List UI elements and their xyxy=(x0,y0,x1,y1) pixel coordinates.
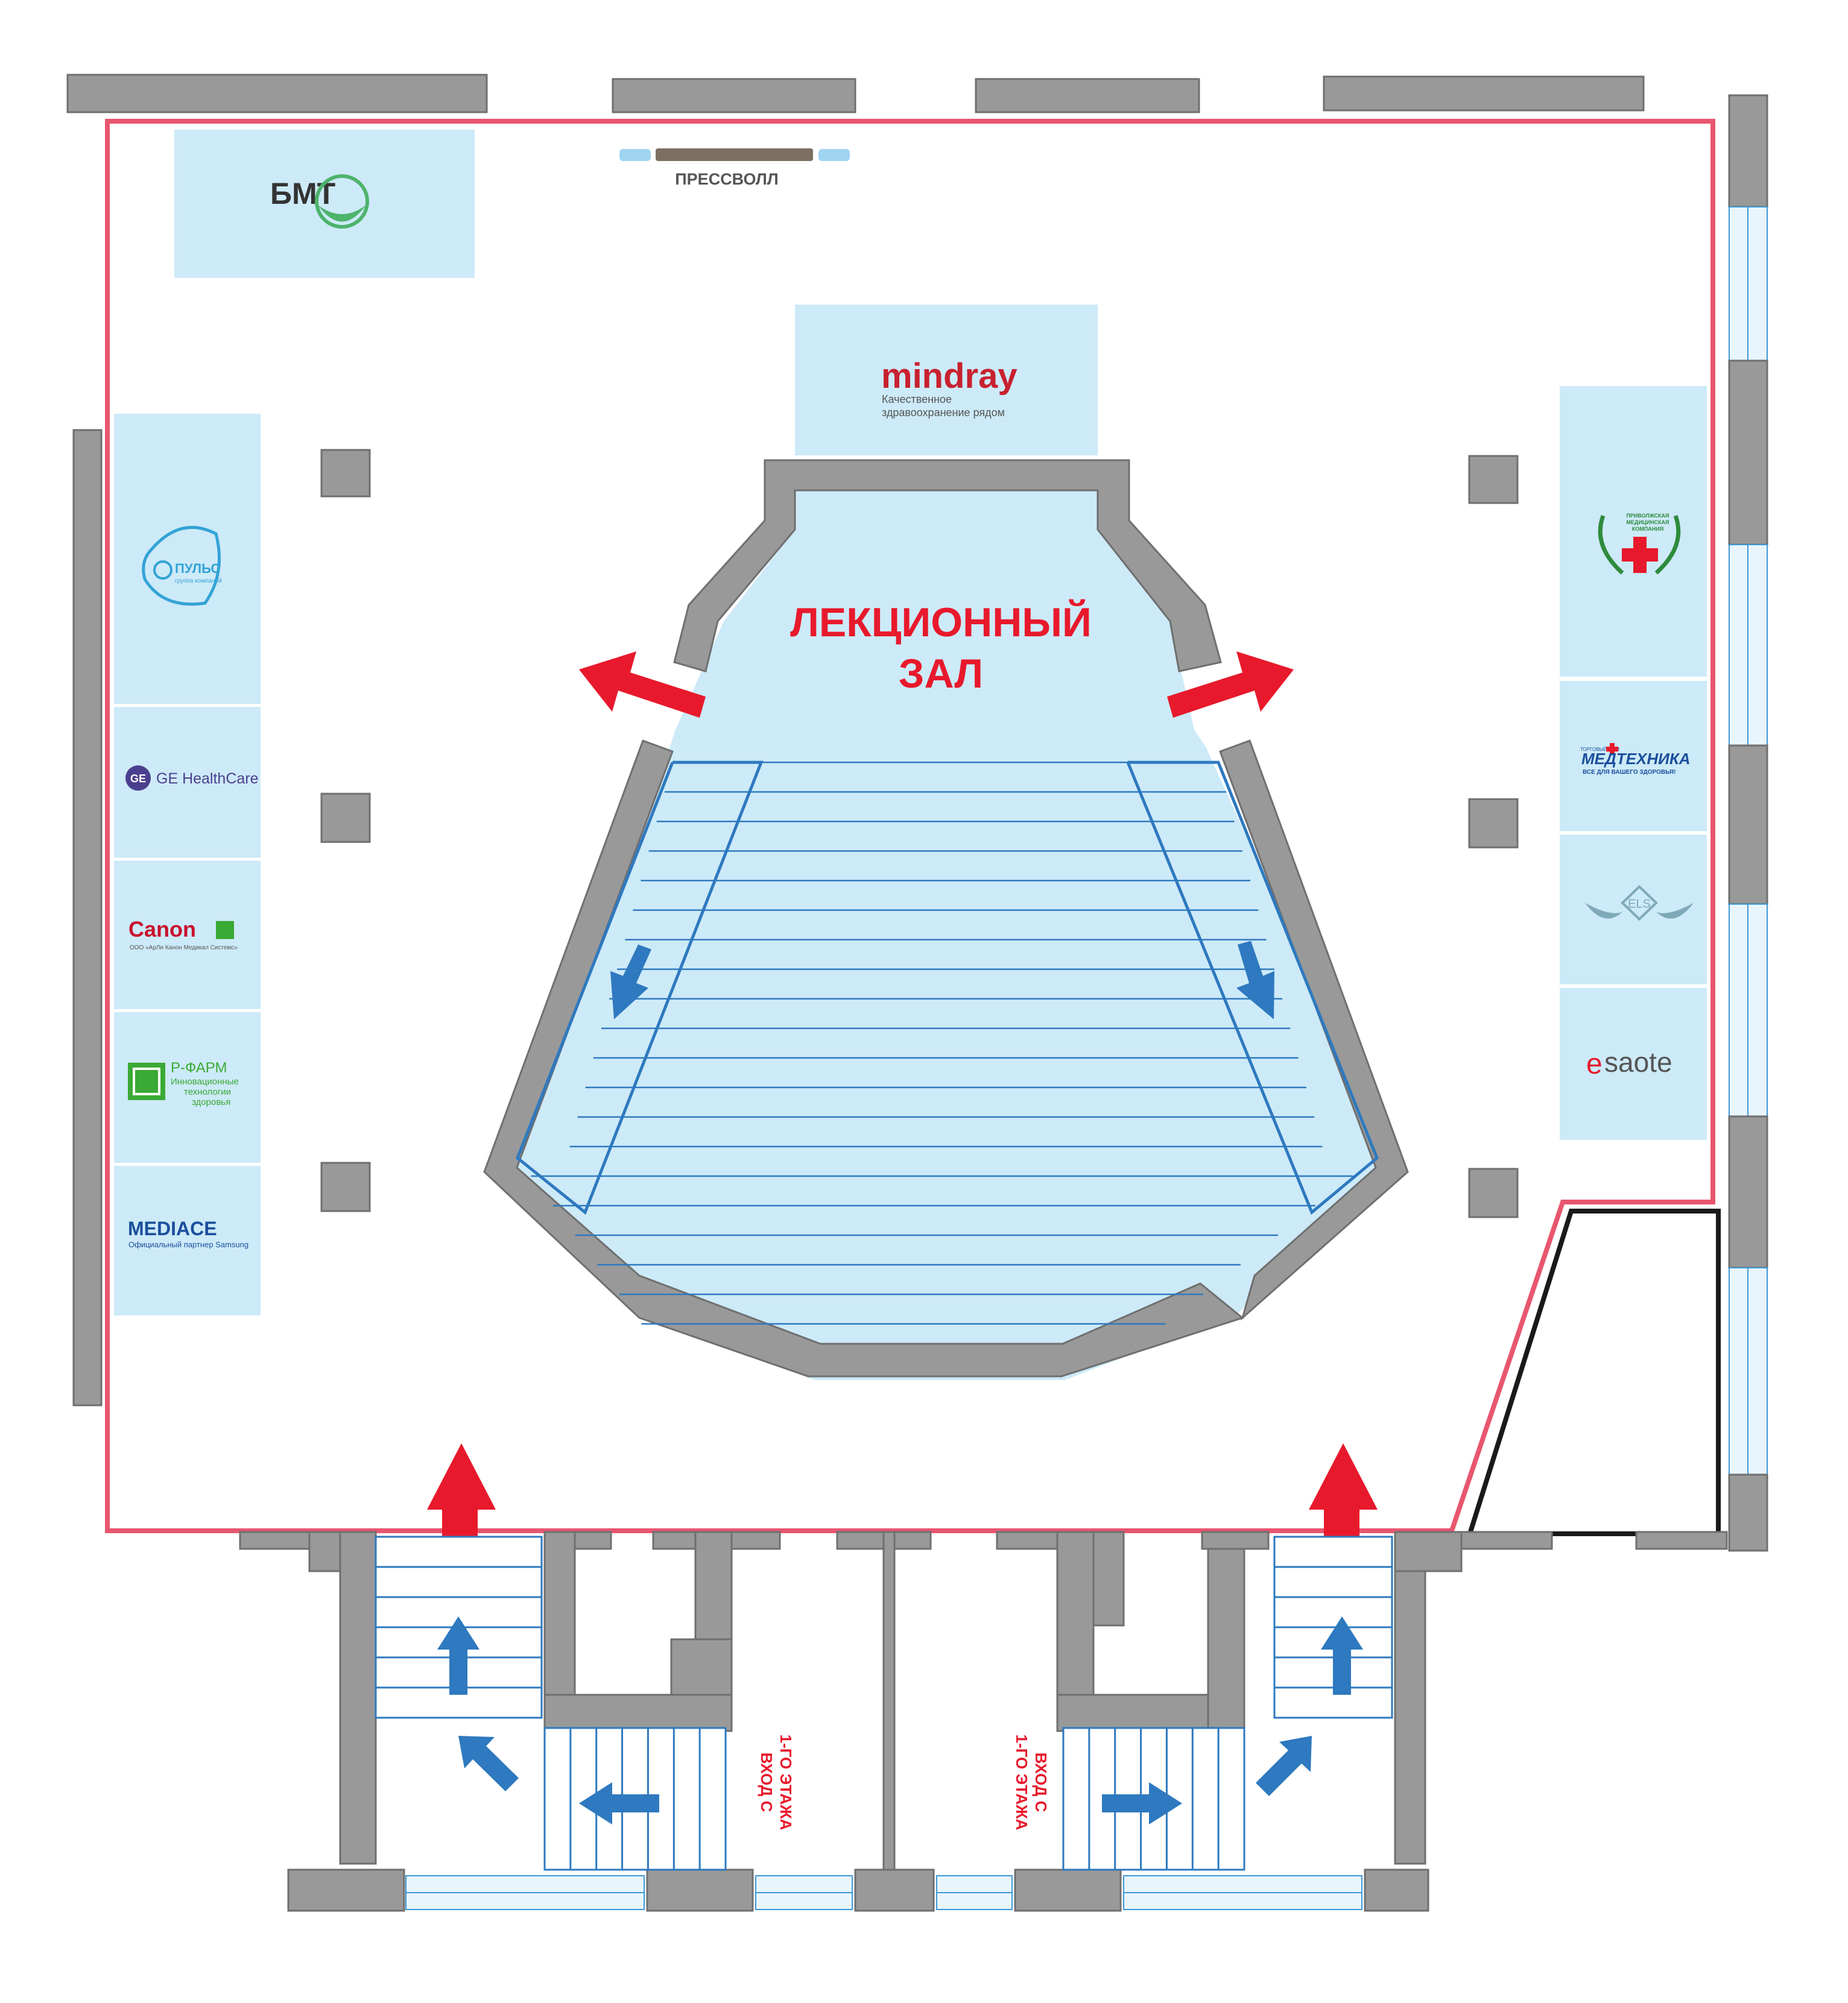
down-arrow-left-icon xyxy=(610,945,651,1019)
rpharm-logo-text: Р-ФАРМ xyxy=(171,1060,227,1076)
privolzhskaya-line3: КОМПАНИЯ xyxy=(1632,526,1663,532)
svg-text:GE: GE xyxy=(130,773,146,785)
canon-logo-text: Canon xyxy=(128,917,196,941)
presswall-label: ПРЕССВОЛЛ xyxy=(675,170,778,188)
svg-text:ВХОД С: ВХОД С xyxy=(758,1753,776,1812)
puls-icon xyxy=(153,560,172,580)
booth-bmt[interactable]: БМТ xyxy=(174,130,475,278)
hall-wall-left xyxy=(483,739,1245,1378)
ge-logo-text: GE HealthCare xyxy=(156,770,259,787)
ge-monogram-icon xyxy=(125,765,151,791)
els-logo-text: ELS xyxy=(1628,897,1651,911)
left-wall xyxy=(72,429,103,1407)
bmt-leaf-icon xyxy=(315,174,369,229)
booth-privolzhskaya[interactable]: ПРИВОЛЖСКАЯ МЕДИЦИНСКАЯ КОМПАНИЯ xyxy=(1598,513,1681,575)
canon-sub-text: ООО «АрЛи Канон Медикал Системс» xyxy=(130,945,238,951)
privolzhskaya-line2: МЕДИЦИНСКАЯ xyxy=(1627,519,1669,525)
diagonal-arrow-right-icon xyxy=(1256,1736,1312,1796)
rpharm-line3: здоровья xyxy=(192,1097,230,1107)
medtechnika-top-text: ТОРГОВЫЙ ДОМ xyxy=(1580,747,1619,752)
up-arrow-stairs-right-icon xyxy=(1321,1616,1363,1695)
top-walls xyxy=(66,74,1645,113)
puls-logo-text: ПУЛЬС xyxy=(175,561,220,576)
lecture-hall-title-2: ЗАЛ xyxy=(899,651,983,697)
mediace-logo-text: MEDIACE xyxy=(128,1218,217,1239)
laurel-wreath-icon xyxy=(1598,514,1681,575)
staircase-area xyxy=(239,1531,1728,1912)
left-arrow-landing-icon xyxy=(579,1782,659,1824)
mindray-logo-text: mindray xyxy=(881,356,1017,396)
esaote-logo-text: saote xyxy=(1604,1046,1672,1078)
right-booths xyxy=(1560,386,1707,1140)
down-arrow-right-icon xyxy=(1236,941,1274,1019)
svg-text:1-ГО ЭТАЖА: 1-ГО ЭТАЖА xyxy=(1013,1735,1031,1831)
lecture-hall[interactable]: ЛЕКЦИОННЫЙ ЗАЛ xyxy=(483,459,1409,1380)
lecture-hall-title-1: ЛЕКЦИОННЫЙ xyxy=(790,599,1092,645)
seating-rows xyxy=(531,761,1353,1325)
els-wings-icon xyxy=(1585,903,1694,919)
left-aisle xyxy=(516,761,764,1215)
privolzhskaya-line1: ПРИВОЛЖСКАЯ xyxy=(1626,513,1669,519)
mindray-tagline-1: Качественное xyxy=(882,393,952,405)
presswall: ПРЕССВОЛЛ xyxy=(619,148,850,188)
booth-canon[interactable]: Canon ООО «АрЛи Канон Медикал Системс» xyxy=(128,917,238,951)
right-arrow-landing-icon xyxy=(1102,1782,1182,1824)
canon-medical-icon xyxy=(216,921,234,939)
booth-medtechnika[interactable]: ТОРГОВЫЙ ДОМ МЕДТЕХНИКА ВСЕ ДЛЯ ВАШЕГО З… xyxy=(1580,743,1691,776)
booth-mediace[interactable]: MEDIACE Официальный партнер Samsung xyxy=(128,1218,248,1249)
puls-logo-shape xyxy=(142,525,221,606)
svg-text:1-ГО ЭТАЖА: 1-ГО ЭТАЖА xyxy=(777,1735,795,1831)
entry-arrow-left-icon xyxy=(427,1443,496,1566)
diagonal-arrow-left-icon xyxy=(458,1736,519,1791)
booth-puls[interactable]: ПУЛЬС группа компаний xyxy=(142,525,222,606)
exit-arrow-left-icon xyxy=(579,651,706,718)
exit-arrow-right-icon xyxy=(1167,651,1294,718)
medtechnika-logo-text: МЕДТЕХНИКА xyxy=(1581,750,1691,768)
right-aisle xyxy=(1126,761,1379,1215)
hall-wall-top xyxy=(673,459,1222,672)
rpharm-line2: технологии xyxy=(184,1087,231,1097)
entry-arrow-right-icon xyxy=(1309,1443,1378,1566)
rpharm-line1: Инновационные xyxy=(171,1077,239,1087)
mediace-sub-text: Официальный партнер Samsung xyxy=(128,1240,248,1249)
right-wall xyxy=(1728,94,1768,1552)
booth-rpharm[interactable]: Р-ФАРМ Инновационные технологии здоровья xyxy=(128,1060,239,1107)
booth-els[interactable]: ELS xyxy=(1585,885,1694,921)
entrance-label-left: ВХОД С 1-ГО ЭТАЖА xyxy=(758,1735,795,1831)
mindray-tagline-2: здравоохранение рядом xyxy=(882,407,1005,419)
left-booths xyxy=(114,414,261,1315)
columns xyxy=(320,449,1519,1218)
lecture-hall-floor xyxy=(486,490,1393,1380)
up-arrow-stairs-left-icon xyxy=(437,1616,479,1695)
svg-text:ВХОД С: ВХОД С xyxy=(1032,1753,1050,1812)
puls-sub-text: группа компаний xyxy=(175,578,222,584)
hall-wall-right xyxy=(1219,739,1409,1321)
esaote-e-icon: e xyxy=(1586,1048,1603,1080)
booth-ge-healthcare[interactable]: GE GE HealthCare xyxy=(125,765,259,791)
hall-aisle-arrows xyxy=(610,941,1274,1019)
entrance-label-right: ВХОД С 1-ГО ЭТАЖА xyxy=(1013,1735,1050,1831)
medtechnika-sub-text: ВСЕ ДЛЯ ВАШЕГО ЗДОРОВЬЯ! xyxy=(1583,769,1676,776)
booth-esaote[interactable]: e saote xyxy=(1586,1046,1672,1080)
exhibition-zone-border xyxy=(105,119,1715,1533)
booth-mindray[interactable]: mindray Качественное здравоохранение ряд… xyxy=(795,305,1098,455)
stair-direction-arrows xyxy=(437,1616,1363,1824)
